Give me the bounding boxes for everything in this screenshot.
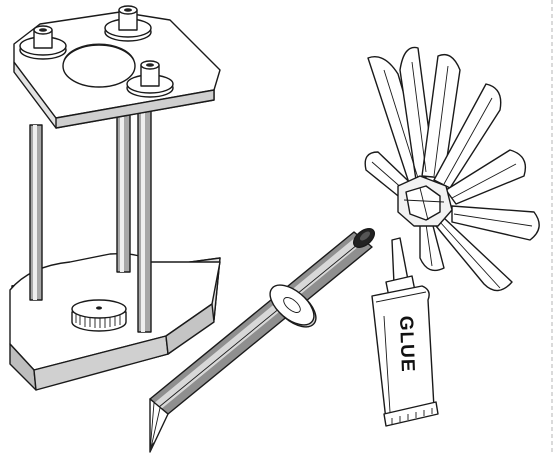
base-knob xyxy=(72,300,126,331)
three-post-stand xyxy=(10,6,220,390)
paper-fan-rotor xyxy=(365,47,539,290)
glue-label: GLUE xyxy=(395,315,418,372)
plate-hole xyxy=(63,45,135,87)
